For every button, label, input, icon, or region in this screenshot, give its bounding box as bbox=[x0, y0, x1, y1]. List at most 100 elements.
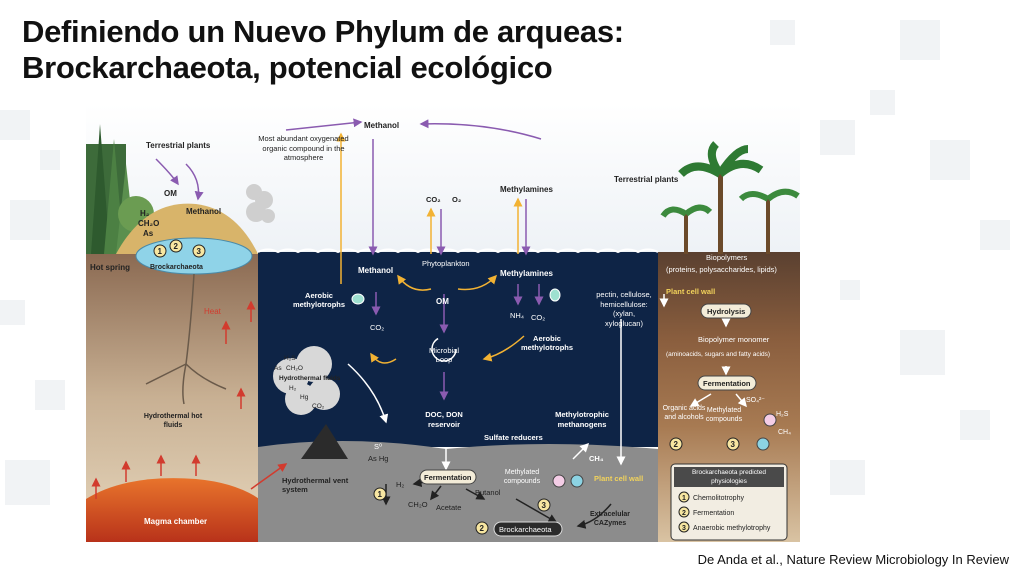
biopolymers-detail-label: (proteins, polysaccharides, lipids) bbox=[666, 265, 777, 274]
legend-title: Brockarchaeota predicted physiologies bbox=[691, 469, 767, 485]
spring-badge-3: 3 bbox=[197, 247, 202, 256]
soil-number-badges: 2 3 bbox=[669, 437, 740, 451]
fluid-channels bbox=[145, 273, 227, 405]
spring-compound-as: As bbox=[143, 229, 154, 238]
co2-left-label: CO₂ bbox=[370, 323, 384, 332]
ch4-right-label: CH₄ bbox=[778, 429, 791, 436]
ch2o-label: CH₂O bbox=[408, 500, 428, 509]
plant-cell-wall-bottom-label: Plant cell wall bbox=[594, 474, 643, 483]
ch4-ocean-label: CH₄ bbox=[589, 454, 604, 463]
terrestrial-plants-left-label: Terrestrial plants bbox=[146, 141, 211, 150]
spring-badge-2: 2 bbox=[174, 242, 179, 251]
hydrolysis-label: Hydrolysis bbox=[707, 307, 745, 316]
fermentation-right-label: Fermentation bbox=[703, 379, 751, 388]
microbial-loop-cycle bbox=[431, 336, 457, 362]
aerobic-methylotrophs-left-label: Aerobic methylotrophs bbox=[292, 291, 346, 309]
fermentation-ocean-label: Fermentation bbox=[424, 473, 472, 482]
o2-top-label: O₂ bbox=[452, 195, 461, 204]
citation: De Anda et al., Nature Review Microbiolo… bbox=[694, 551, 1012, 568]
most-abundant-label: Most abundant oxygenated organic compoun… bbox=[258, 134, 349, 162]
spring-compound-ch2o: CH₂O bbox=[138, 219, 159, 228]
hydrothermal-vent-system-label: Hydrothermal vent system bbox=[282, 476, 349, 494]
aerobic-methylotrophs-right-label: Aerobic methylotrophs bbox=[520, 334, 574, 352]
vent-fluid-hydrothermal: Hydrothermal fluids bbox=[279, 375, 341, 382]
spring-badge-1: 1 bbox=[158, 247, 163, 256]
magma-chamber-label: Magma chamber bbox=[144, 517, 207, 526]
legend-number-1: 1 bbox=[682, 495, 686, 502]
slide-title: Definiendo un Nuevo Phylum de arqueas: B… bbox=[22, 14, 624, 86]
sea-floor bbox=[258, 440, 658, 542]
h2-label: H₂ bbox=[396, 480, 404, 489]
om-top-label: OM bbox=[164, 189, 177, 198]
co2-right-label: CO₂ bbox=[531, 313, 545, 322]
heat-label: Heat bbox=[204, 307, 222, 316]
organic-acids-label: Organic acids and alcohols bbox=[662, 405, 706, 421]
legend-item-chemolitotrophy: Chemolitotrophy bbox=[693, 495, 744, 502]
pectin-label: pectin, cellulose, hemicellulose: (xylan… bbox=[596, 290, 652, 328]
monomer-detail-label: (aminoacids, sugars and fatty acids) bbox=[666, 351, 770, 358]
vent-plume bbox=[273, 346, 340, 415]
methylamines-top-label: Methylamines bbox=[500, 185, 553, 194]
sediment-badge-1: 1 bbox=[378, 490, 383, 499]
methanol-left-label: Methanol bbox=[186, 207, 221, 216]
methylated-compounds-ocean-label: Methylated compounds bbox=[503, 469, 541, 485]
hot-spring-label: Hot spring bbox=[90, 263, 130, 272]
as-hg-label: As Hg bbox=[368, 454, 388, 463]
brockarchaeota-bottom-label: Brockarchaeota bbox=[499, 525, 552, 534]
palm-trees bbox=[660, 141, 800, 254]
biopolymers-label: Biopolymers bbox=[706, 253, 748, 262]
sulfate-reducers-label: Sulfate reducers bbox=[484, 433, 543, 442]
ocean-waves bbox=[257, 248, 659, 254]
nh4-label: NH₄ bbox=[510, 311, 524, 320]
so4-label: SO₄²⁻ bbox=[746, 397, 765, 404]
acetate-label: Acetate bbox=[436, 503, 461, 512]
legend-number-2: 2 bbox=[682, 510, 686, 517]
vent-fluid-hg: Hg bbox=[300, 394, 309, 401]
h2s-right-label: H₂S bbox=[776, 411, 789, 418]
biopolymer-monomer-label: Biopolymer monomer bbox=[698, 335, 770, 344]
plant-cell-wall-right-label: Plant cell wall bbox=[666, 287, 715, 296]
s0-label: S⁰ bbox=[374, 442, 382, 451]
physiology-legend: Brockarchaeota predicted physiologies 1 … bbox=[670, 463, 788, 541]
magma-chamber bbox=[86, 478, 286, 542]
sediment-number-badges: 1 2 3 bbox=[373, 487, 551, 535]
soil-badge-3: 3 bbox=[731, 440, 736, 449]
ecology-diagram: Terrestrial plants OM Methanol H₂ CH₂O A… bbox=[86, 104, 800, 542]
legend-number-3: 3 bbox=[682, 525, 686, 532]
slide-title-line-2: Brockarchaeota, potencial ecológico bbox=[22, 50, 553, 85]
vent-fluid-labels: H₂S As CH₂O Hydrothermal fluids H₂ Hg CO… bbox=[274, 355, 341, 410]
methylated-compounds-right-label: Methylated compounds bbox=[705, 407, 743, 423]
vent-fluid-co2: CO₂ bbox=[312, 403, 325, 410]
vent-fluid-h2s: H₂S bbox=[284, 355, 296, 362]
brockarchaeota-spring-label: Brockarchaeota bbox=[150, 264, 203, 271]
hydrothermal-hot-fluids-label: Hydrothermal hot fluids bbox=[143, 413, 203, 429]
spring-number-badges: 1 2 3 bbox=[153, 239, 206, 258]
fermentation-right-pill bbox=[697, 375, 757, 391]
sediment-badge-2: 2 bbox=[480, 524, 485, 533]
legend-item-anaerobic-methylotrophy: Anaerobic methylotrophy bbox=[693, 525, 771, 532]
cells bbox=[351, 288, 777, 488]
soil-badge-2: 2 bbox=[674, 440, 679, 449]
vent-fluid-h2: H₂ bbox=[289, 385, 297, 392]
phytoplankton-label: Phytoplankton bbox=[422, 259, 470, 268]
hydrothermal-vent bbox=[301, 424, 348, 459]
steam bbox=[246, 184, 275, 223]
sediment-badge-3: 3 bbox=[542, 501, 547, 510]
co2-top-label: CO₂ bbox=[426, 195, 441, 204]
legend-item-fermentation: Fermentation bbox=[693, 510, 734, 517]
terrestrial-plants-right-label: Terrestrial plants bbox=[614, 175, 679, 184]
fermentation-ocean-pill bbox=[419, 469, 477, 485]
microbial-loop-label: Microbial Loop bbox=[428, 346, 459, 364]
extracellular-cazymes-label: Extracelular CAZymes bbox=[589, 511, 631, 527]
hydrolysis-pill bbox=[700, 303, 752, 319]
methanol-top-label: Methanol bbox=[364, 121, 399, 130]
vent-fluid-ch2o: CH₂O bbox=[286, 365, 303, 372]
om-ocean-label: OM bbox=[436, 297, 449, 306]
spring-compound-h2: H₂ bbox=[140, 209, 150, 218]
slide-title-line-1: Definiendo un Nuevo Phylum de arqueas: bbox=[22, 14, 624, 49]
vent-fluid-as: As bbox=[274, 365, 282, 372]
flux-arrows bbox=[91, 118, 747, 529]
doc-don-label: DOC, DON reservoir bbox=[425, 410, 463, 429]
methylotrophic-methanogens-label: Methylotrophic methanogens bbox=[555, 410, 609, 429]
brockarchaeota-bottom-pill bbox=[493, 521, 563, 537]
